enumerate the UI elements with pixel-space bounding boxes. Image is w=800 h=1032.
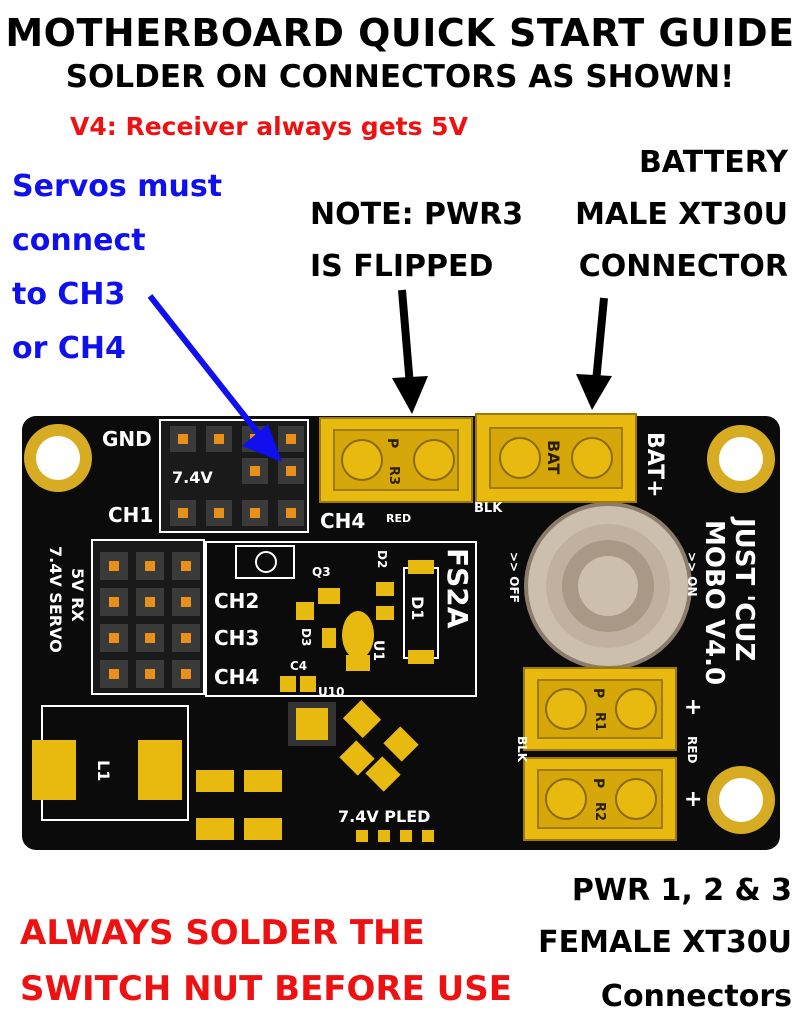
label-plus-pwr2: + <box>684 787 702 812</box>
label-plus-pwr1: + <box>684 695 702 720</box>
label-d2: D2 <box>375 550 389 568</box>
label-red-small: RED <box>386 512 411 525</box>
pwr-note-line3: Connectors <box>600 979 792 1014</box>
pwr2-connector-pad <box>523 757 677 841</box>
servo-note-line3: to CH3 <box>12 277 126 312</box>
pwr3-note-line1: NOTE: PWR3 <box>310 197 524 232</box>
mounting-hole-bottom-right <box>707 766 775 834</box>
label-q3: Q3 <box>312 565 331 579</box>
receiver-outline <box>205 541 477 697</box>
mounting-hole-top-left <box>24 424 92 492</box>
pwr1-connector-pad <box>523 667 677 751</box>
label-r3: R3 <box>386 466 401 485</box>
battery-note-line3: CONNECTOR <box>578 249 788 284</box>
pwr-note-line2: FEMALE XT30U <box>538 925 792 960</box>
label-d3: D3 <box>299 628 313 646</box>
servo-note-line4: or CH4 <box>12 331 126 366</box>
inductor-l1 <box>32 705 189 821</box>
page-subtitle: SOLDER ON CONNECTORS AS SHOWN! <box>65 59 735 95</box>
label-on: >> ON <box>685 552 699 597</box>
label-c4: C4 <box>290 659 307 673</box>
label-ch1-header: CH1 <box>108 503 153 527</box>
label-7v4-servo: 7.4V SERVO <box>46 546 65 653</box>
label-off: >> OFF <box>507 552 521 603</box>
arrow-pwr3 <box>392 289 428 414</box>
receiver-button <box>255 551 277 573</box>
label-ch4-header: CH4 <box>320 509 365 533</box>
battery-note-line2: MALE XT30U <box>575 197 788 232</box>
smd-components <box>196 560 439 842</box>
label-d1: D1 <box>408 596 427 620</box>
label-blk: BLK <box>515 736 529 763</box>
servo-note-line2: connect <box>12 223 146 258</box>
page-title: MOTHERBOARD QUICK START GUIDE <box>5 11 795 55</box>
pwr-note-line1: PWR 1, 2 & 3 <box>571 873 792 908</box>
arrow-servo <box>147 294 282 462</box>
label-r1: R1 <box>592 712 607 731</box>
label-p-pwr1: P <box>590 688 606 698</box>
pwr3-note-line2: IS FLIPPED <box>310 249 494 284</box>
pwr3-connector-pad <box>319 417 473 503</box>
warning-line1: ALWAYS SOLDER THE <box>20 913 425 953</box>
servo-note-line1: Servos must <box>12 169 223 204</box>
label-fs2a: FS2A <box>441 548 474 629</box>
arrow-battery <box>576 297 612 410</box>
label-pled: 7.4V PLED <box>338 807 430 826</box>
battery-connector-pad <box>475 413 637 503</box>
header-pins-left <box>91 539 205 695</box>
label-l1: L1 <box>94 760 113 781</box>
label-5v-rx: 5V RX <box>68 568 87 622</box>
receiver-button-outline <box>235 545 295 579</box>
label-gnd: GND <box>102 427 152 451</box>
label-mobo-line1: JUST 'CUZ <box>729 516 759 661</box>
label-u10: U10 <box>318 685 344 699</box>
label-ch3: CH3 <box>214 626 259 650</box>
label-r2: R2 <box>592 802 607 821</box>
mounting-hole-top-right <box>707 425 775 493</box>
label-u1: U1 <box>370 640 386 661</box>
label-bat-pad: BAT <box>544 440 563 474</box>
label-ch4: CH4 <box>214 665 259 689</box>
label-p-pwr2: P <box>590 778 606 788</box>
label-p-pwr3: P <box>384 438 400 448</box>
label-bat-plus: BAT+ <box>642 432 667 498</box>
label-red: RED <box>685 736 699 763</box>
label-ch2: CH2 <box>214 589 259 613</box>
battery-note-line1: BATTERY <box>638 145 788 180</box>
label-7v4-header: 7.4V <box>172 468 213 487</box>
warning-line2: SWITCH NUT BEFORE USE <box>20 969 513 1009</box>
label-mobo-line2: MOBO V4.0 <box>699 520 729 685</box>
label-blk-top: BLK <box>474 501 503 516</box>
version-note: V4: Receiver always gets 5V <box>70 112 468 141</box>
power-switch <box>524 502 692 670</box>
